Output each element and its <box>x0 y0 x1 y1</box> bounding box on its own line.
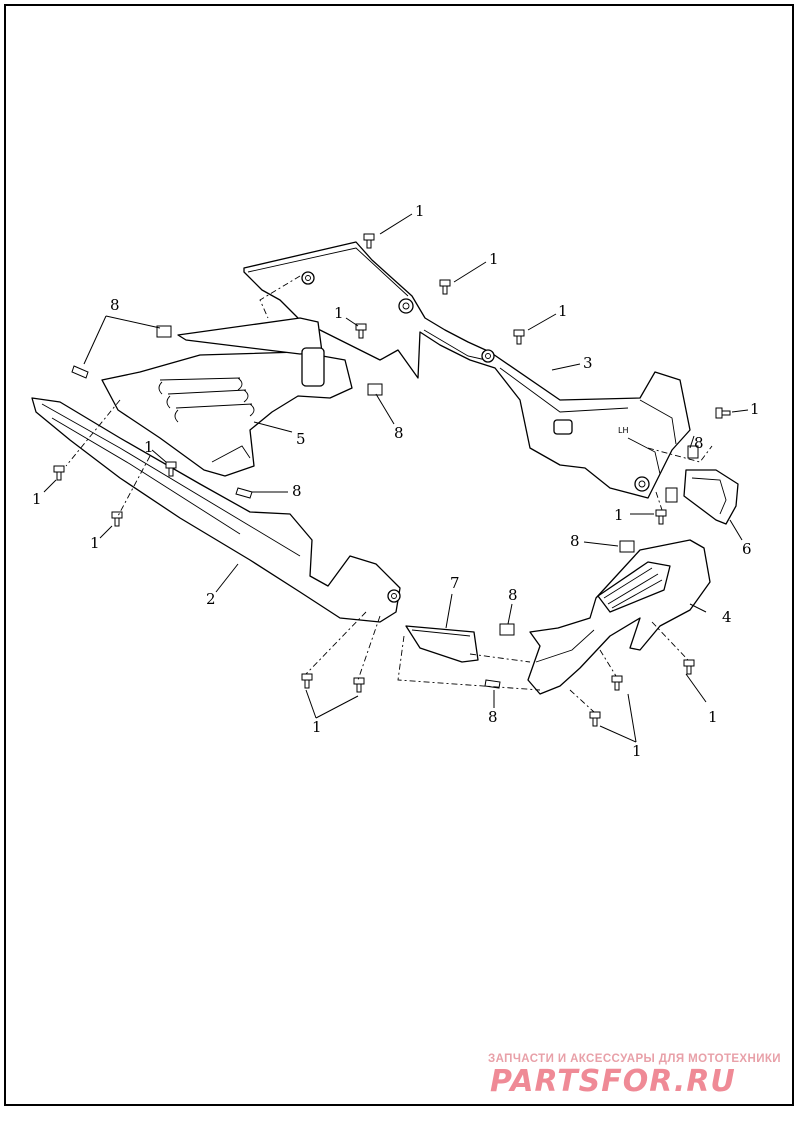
part-3-upper-frame: LH <box>243 241 691 499</box>
callout-5: 5 <box>296 430 306 448</box>
callout-7: 7 <box>450 574 460 592</box>
callout-1: 1 <box>750 400 760 418</box>
callout-1: 1 <box>489 250 499 268</box>
clip-nuts <box>71 325 699 689</box>
screws <box>53 233 731 727</box>
callout-8: 8 <box>508 586 518 604</box>
callout-8: 8 <box>110 296 120 314</box>
callout-8: 8 <box>694 434 704 452</box>
part-2-lower-trim <box>31 397 401 623</box>
callout-8: 8 <box>488 708 498 726</box>
callout-1: 1 <box>558 302 568 320</box>
callout-1: 1 <box>415 202 425 220</box>
part-5-left-shield <box>101 317 353 477</box>
assembly-lines <box>65 275 713 713</box>
part-7-trim-strip <box>405 625 479 663</box>
callout-1: 1 <box>632 742 642 760</box>
callout-4: 4 <box>722 608 732 626</box>
callout-8: 8 <box>292 482 302 500</box>
page-border <box>4 4 794 1106</box>
callout-1: 1 <box>312 718 322 736</box>
callout-labels: 1 1 1 3 1 8 1 8 5 1 8 1 8 1 6 8 1 2 7 8 … <box>32 202 760 760</box>
callout-1: 1 <box>90 534 100 552</box>
callout-2: 2 <box>206 590 216 608</box>
watermark-caption: ЗАПЧАСТИ И АКСЕССУАРЫ ДЛЯ МОТОТЕХНИКИ <box>488 1053 781 1065</box>
leader-lines <box>43 213 749 743</box>
lh-marking: LH <box>618 426 628 435</box>
callout-1: 1 <box>708 708 718 726</box>
callout-1: 1 <box>614 506 624 524</box>
callout-8: 8 <box>394 424 404 442</box>
callout-3: 3 <box>583 354 593 372</box>
callout-1: 1 <box>144 438 154 456</box>
callout-1: 1 <box>32 490 42 508</box>
part-6-side-bracket <box>683 469 739 525</box>
watermark-logo: PARTSFOR.RU <box>490 1064 736 1099</box>
callout-6: 6 <box>742 540 752 558</box>
callout-1: 1 <box>334 304 344 322</box>
callout-8: 8 <box>570 532 580 550</box>
part-4-lower-right-cover <box>527 539 711 695</box>
